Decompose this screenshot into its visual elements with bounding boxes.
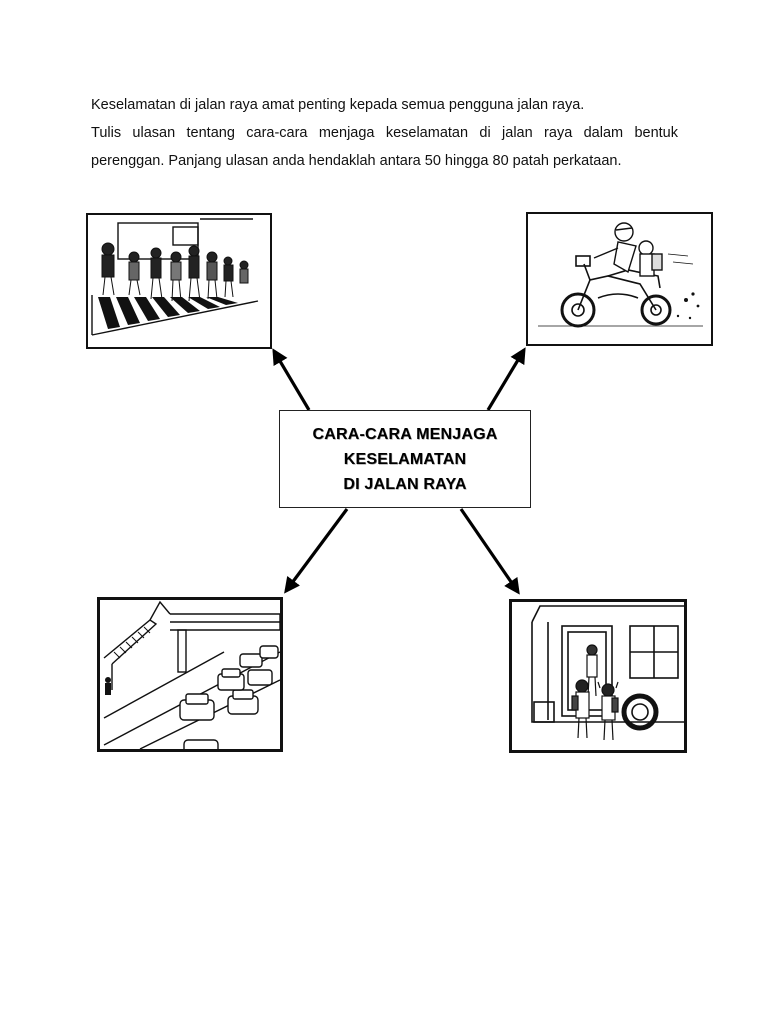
pedestrian-bridge-icon xyxy=(103,600,280,749)
arrow-bottom-left xyxy=(284,508,349,594)
school-bus-picture xyxy=(509,599,687,753)
arrow-top-right xyxy=(486,347,526,411)
instruction-line-1: Keselamatan di jalan raya amat penting k… xyxy=(91,97,585,113)
center-title-line-2: KESELAMATAN xyxy=(343,450,467,468)
center-topic-box: CARA-CARA MENJAGA KESELAMATAN DI JALAN R… xyxy=(279,410,531,508)
zebra-crossing-picture xyxy=(86,213,272,349)
arrow-top-left xyxy=(272,348,311,411)
center-title-line-3: DI JALAN RAYA xyxy=(343,475,467,493)
motorcycle-helmet-icon xyxy=(538,222,703,328)
instruction-line-2: Tulis ulasan tentang cara-cara menjaga k… xyxy=(91,125,678,169)
pedestrian-bridge-picture xyxy=(97,597,283,752)
instructions: Keselamatan di jalan raya amat penting k… xyxy=(91,91,678,175)
school-bus-icon xyxy=(531,605,684,741)
center-title-line-1: CARA-CARA MENJAGA xyxy=(312,425,498,443)
motorcycle-helmet-picture xyxy=(526,212,713,346)
arrow-bottom-right xyxy=(459,508,520,595)
zebra-crossing-icon xyxy=(91,218,259,336)
